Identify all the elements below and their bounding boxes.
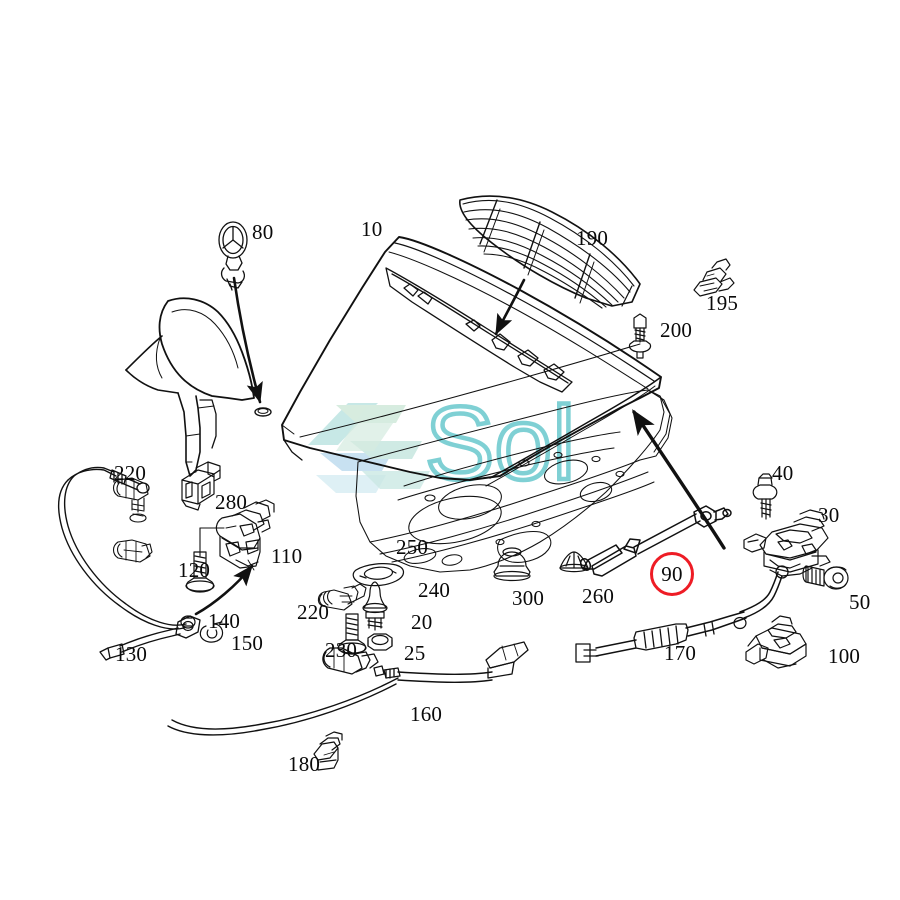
- cable-retaining-clip: [313, 731, 343, 771]
- hood-release-cable-rear: [57, 466, 201, 661]
- callout-20: 20: [411, 610, 433, 634]
- callout-10: 10: [361, 217, 383, 241]
- callout-30: 30: [818, 503, 840, 527]
- callout-140: 140: [208, 609, 241, 633]
- callout-90-highlighted: 90: [650, 552, 694, 596]
- callout-300: 300: [512, 586, 545, 610]
- emblem-pointer-arrow: [232, 276, 263, 404]
- hood-star-emblem: [218, 221, 248, 291]
- cowl-air-intake-grille: [459, 195, 641, 309]
- hood-hinge: [743, 509, 831, 577]
- callout-160: 160: [410, 702, 443, 726]
- callout-110: 110: [271, 544, 303, 568]
- hood-inner-frame: [355, 389, 673, 573]
- rubber-buffer-cone: [559, 551, 589, 573]
- callout-100: 100: [828, 644, 861, 668]
- callout-150: 150: [231, 631, 264, 655]
- callout-240: 240: [418, 578, 451, 602]
- hood-release-handle-cable: [167, 641, 529, 736]
- callout-50: 50: [849, 590, 871, 614]
- retaining-ring-clip: [199, 621, 224, 643]
- callout-220-left: 220: [114, 461, 147, 485]
- callout-80: 80: [252, 220, 274, 244]
- hood-lock-bracket: [733, 615, 807, 669]
- engine-hood-panel: [281, 236, 662, 487]
- spring-clip-nut-left: [112, 477, 149, 523]
- callout-250: 250: [396, 535, 429, 559]
- sealing-washer-plate: [352, 563, 405, 587]
- callout-120: 120: [178, 558, 211, 582]
- callout-190: 190: [576, 226, 609, 250]
- callout-280: 280: [215, 490, 248, 514]
- callout-170: 170: [664, 641, 697, 665]
- rubber-stop-bumper: [493, 547, 531, 582]
- callout-40: 40: [772, 461, 794, 485]
- grille-pointer-arrow: [494, 278, 526, 336]
- callout-230: 230: [325, 638, 358, 662]
- front-fender-panel: [125, 297, 255, 477]
- callout-220-right: 220: [297, 600, 330, 624]
- spring-clip-nut-right: [317, 583, 367, 611]
- grille-retaining-clip: [693, 258, 735, 297]
- hinge-bolt: [752, 473, 778, 520]
- callout-200: 200: [660, 318, 693, 342]
- cowl-trim-molding: [385, 267, 573, 393]
- latch-pointer-arrow: [194, 564, 254, 616]
- strut-pointer-arrow: [632, 409, 726, 550]
- hood-release-cable-front: [575, 565, 789, 663]
- lock-nut: [367, 633, 393, 651]
- callout-195: 195: [706, 291, 739, 315]
- hinge-mounting-bolt: [802, 565, 849, 590]
- hood-gas-pressure-strut: [579, 505, 732, 577]
- spring-clip-nut-left-lower: [112, 539, 153, 563]
- callout-25: 25: [404, 641, 426, 665]
- callout-260: 260: [582, 584, 615, 608]
- latch-mounting-bolt: [185, 551, 215, 593]
- callout-130: 130: [115, 642, 148, 666]
- callout-180: 180: [288, 752, 321, 776]
- grille-mounting-screw: [628, 313, 652, 359]
- hood-stopper-buffer: [362, 581, 388, 631]
- cable-guide-bracket: [181, 461, 221, 511]
